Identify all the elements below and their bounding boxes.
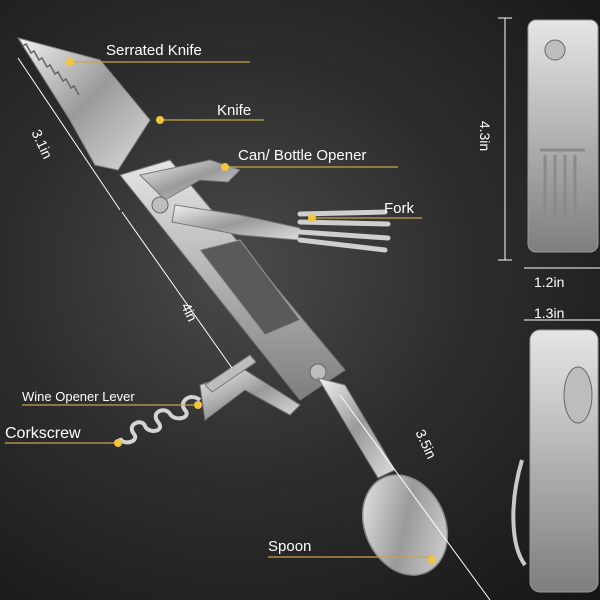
dimension-1-2-in: 1.2in — [534, 274, 565, 290]
lever-arm — [204, 354, 257, 393]
dimension-line-3-5 — [339, 394, 491, 600]
spoon-bowl — [361, 474, 449, 576]
callout-lines — [5, 61, 432, 558]
serrated-edge — [17, 37, 80, 96]
label-can-bottle-opener: Can/ Bottle Opener — [238, 147, 367, 164]
dimension-line-3-1 — [17, 57, 121, 211]
handle-slot — [199, 239, 301, 336]
label-fork: Fork — [384, 200, 414, 217]
label-corkscrew: Corkscrew — [5, 425, 81, 442]
side-fork-detail — [511, 459, 527, 567]
label-spoon: Spoon — [268, 538, 312, 555]
label-knife: Knife — [217, 102, 252, 119]
callout-dots — [66, 58, 436, 564]
folded-fork-detail — [540, 148, 585, 220]
folded-view-side — [529, 329, 599, 593]
dimension-1-3-in: 1.3in — [534, 305, 565, 321]
pivot-rivet-bottom — [309, 363, 327, 381]
label-wine-opener-lever: Wine Opener Lever — [22, 389, 135, 404]
spoon-handle — [316, 377, 396, 479]
dimension-line-4 — [121, 211, 233, 369]
dimension-4-3-in: 4.3in — [477, 120, 494, 152]
label-serrated-knife: Serrated Knife — [106, 42, 202, 59]
corkscrew-spiral — [118, 395, 202, 445]
fork-tines — [297, 209, 391, 253]
pivot-rivet-top — [151, 196, 169, 214]
serrated-knife-blade — [16, 37, 151, 171]
